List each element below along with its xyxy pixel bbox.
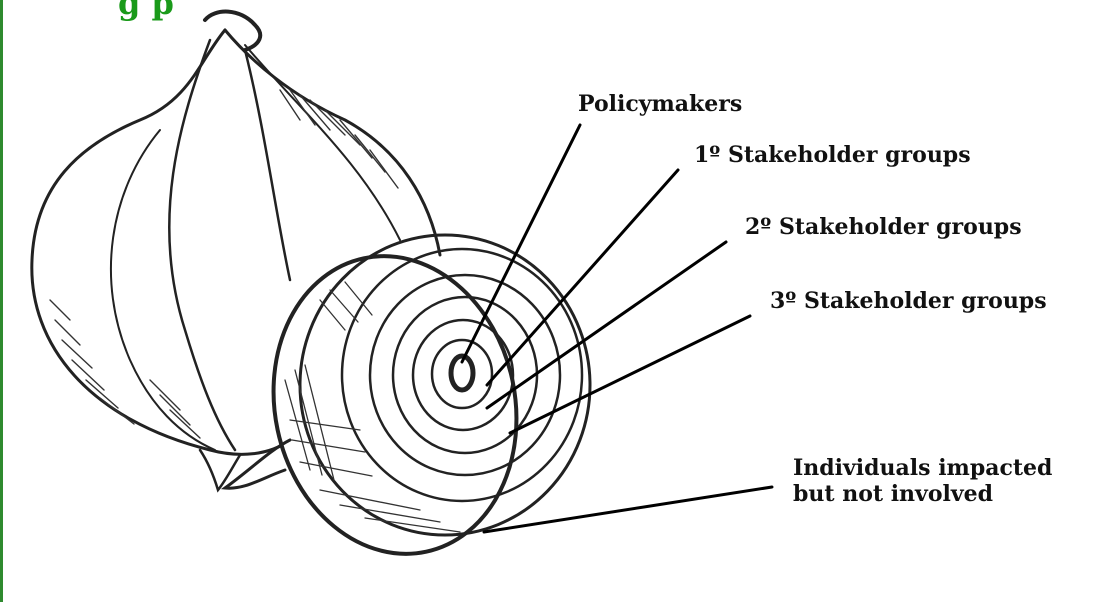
label-individuals: Individuals impacted but not involved	[793, 455, 1052, 507]
leader-line-tertiary	[510, 316, 750, 433]
label-individuals-line2: but not involved	[793, 481, 1052, 507]
label-secondary-stakeholders: 2º Stakeholder groups	[745, 214, 1022, 240]
label-individuals-line1: Individuals impacted	[793, 455, 1052, 481]
label-policymakers: Policymakers	[578, 91, 742, 117]
label-primary-stakeholders: 1º Stakeholder groups	[694, 142, 971, 168]
leader-line-primary	[487, 170, 678, 385]
label-tertiary-stakeholders: 3º Stakeholder groups	[770, 288, 1047, 314]
